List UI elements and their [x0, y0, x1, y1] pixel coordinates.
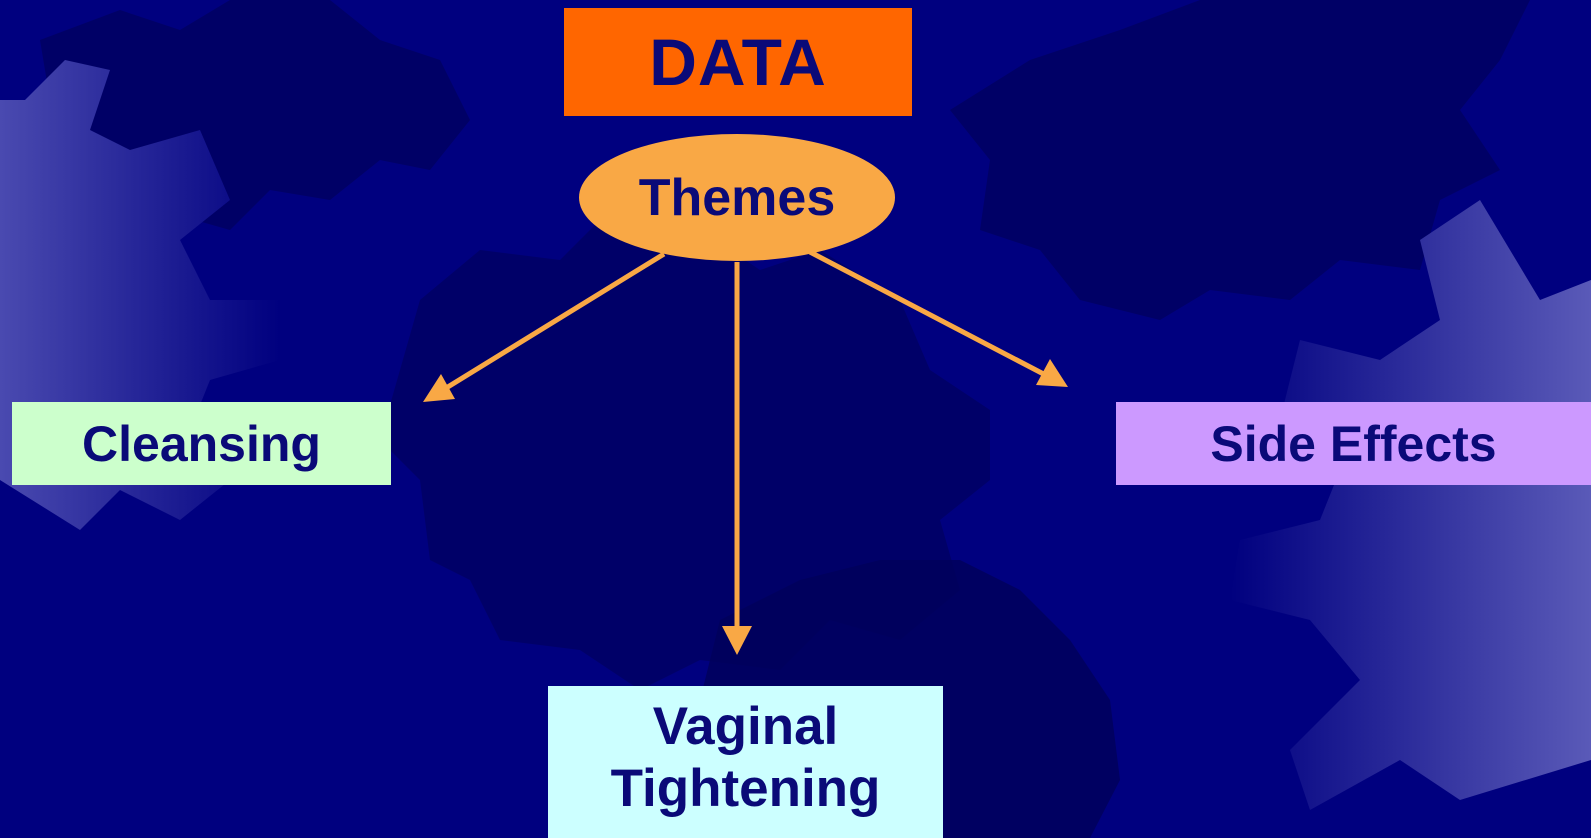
gear-icon — [1230, 200, 1591, 810]
themes-node: Themes — [579, 134, 895, 261]
arrowhead-cleansing — [423, 374, 455, 402]
side-effects-node: Side Effects — [1116, 402, 1591, 485]
title-box: DATA — [564, 8, 912, 116]
arrow-to-cleansing — [436, 251, 666, 396]
vaginal-tightening-node: Vaginal Tightening — [548, 686, 943, 838]
arrow-to-side-effects — [808, 249, 1057, 383]
cleansing-node: Cleansing — [12, 402, 391, 485]
gear-icon — [950, 0, 1530, 320]
arrowhead-vaginal-tightening — [722, 626, 752, 655]
arrowhead-side-effects — [1036, 359, 1068, 387]
